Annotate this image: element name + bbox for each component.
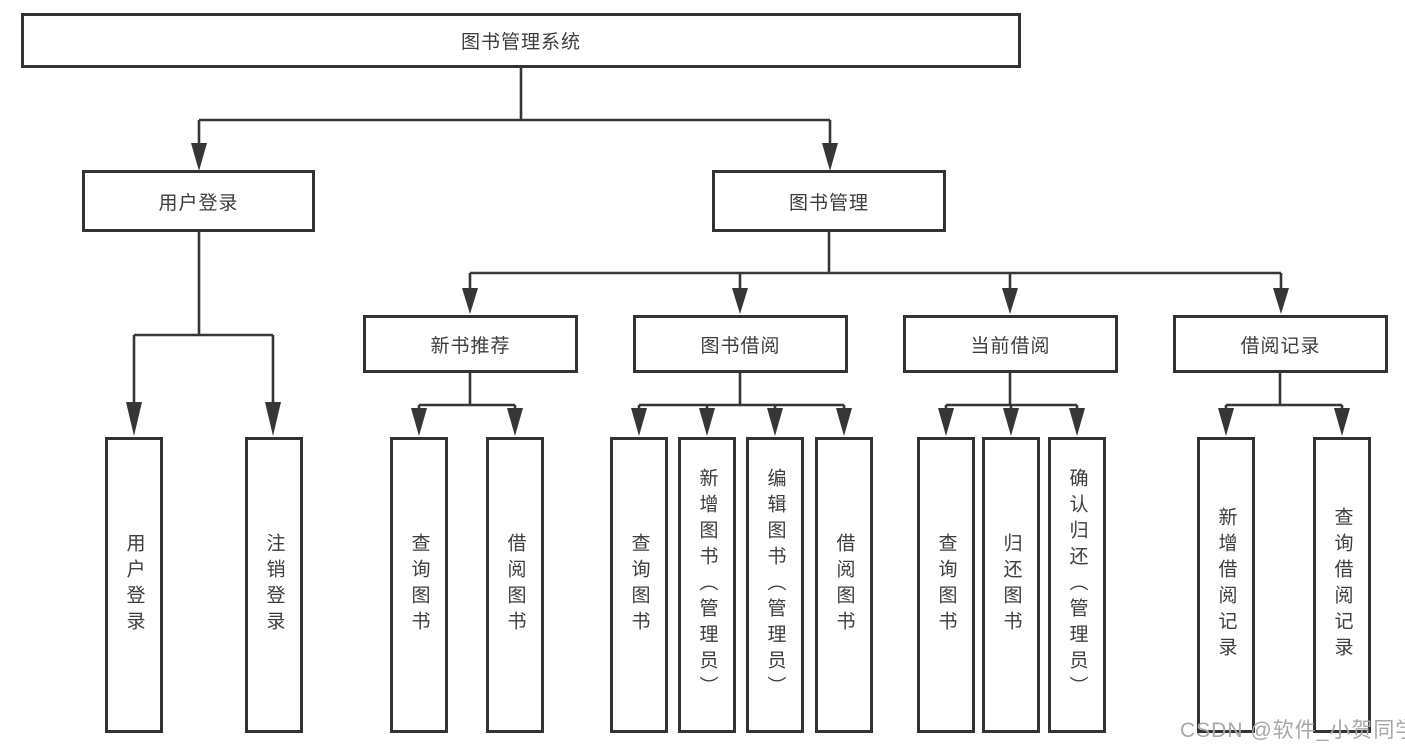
node-query-books-recommend: 查询图书 bbox=[390, 437, 448, 733]
node-label: 确认归还（管理员） bbox=[1066, 468, 1088, 702]
node-query-borrow-record: 查询借阅记录 bbox=[1313, 437, 1371, 733]
node-label: 查询借阅记录 bbox=[1331, 507, 1353, 663]
node-root-system: 图书管理系统 bbox=[21, 13, 1021, 68]
node-add-borrow-record: 新增借阅记录 bbox=[1197, 437, 1255, 733]
arrowheads bbox=[126, 143, 1350, 436]
node-borrow-books: 借阅图书 bbox=[815, 437, 873, 733]
node-label: 新增图书（管理员） bbox=[696, 468, 718, 702]
node-label: 图书管理 bbox=[788, 192, 869, 214]
node-label: 图书借阅 bbox=[700, 335, 781, 357]
node-new-book-recommend: 新书推荐 bbox=[363, 315, 578, 373]
node-label: 归还图书 bbox=[1000, 533, 1022, 637]
node-label: 当前借阅 bbox=[970, 335, 1051, 357]
csdn-watermark: CSDN @软件_小贺同学 bbox=[1180, 719, 1405, 742]
node-user-login: 用户登录 bbox=[105, 437, 163, 733]
node-label: 新增借阅记录 bbox=[1215, 507, 1237, 663]
node-label: 借阅图书 bbox=[833, 533, 855, 637]
node-confirm-return-admin: 确认归还（管理员） bbox=[1048, 437, 1106, 733]
node-logout: 注销登录 bbox=[245, 437, 303, 733]
node-query-books-current: 查询图书 bbox=[917, 437, 975, 733]
node-current-borrowing: 当前借阅 bbox=[903, 315, 1118, 373]
node-book-management-module: 图书管理 bbox=[712, 170, 946, 232]
node-label: 查询图书 bbox=[408, 533, 430, 637]
node-user-login-module: 用户登录 bbox=[82, 170, 315, 232]
node-book-borrowing: 图书借阅 bbox=[633, 315, 848, 373]
node-label: 借阅记录 bbox=[1240, 335, 1321, 357]
node-edit-books-admin: 编辑图书（管理员） bbox=[746, 437, 804, 733]
node-label: 用户登录 bbox=[158, 192, 239, 214]
node-label: 借阅图书 bbox=[504, 533, 526, 637]
node-label: 注销登录 bbox=[263, 533, 285, 637]
node-add-books-admin: 新增图书（管理员） bbox=[678, 437, 736, 733]
node-label: 用户登录 bbox=[123, 533, 145, 637]
node-label: 编辑图书（管理员） bbox=[764, 468, 786, 702]
node-label: 新书推荐 bbox=[430, 335, 511, 357]
node-query-books-borrow: 查询图书 bbox=[610, 437, 668, 733]
node-label: 查询图书 bbox=[935, 533, 957, 637]
node-return-books: 归还图书 bbox=[982, 437, 1040, 733]
node-label: 查询图书 bbox=[628, 533, 650, 637]
node-borrowing-records: 借阅记录 bbox=[1173, 315, 1388, 373]
node-borrow-books-recommend: 借阅图书 bbox=[486, 437, 544, 733]
node-label: 图书管理系统 bbox=[460, 32, 581, 53]
